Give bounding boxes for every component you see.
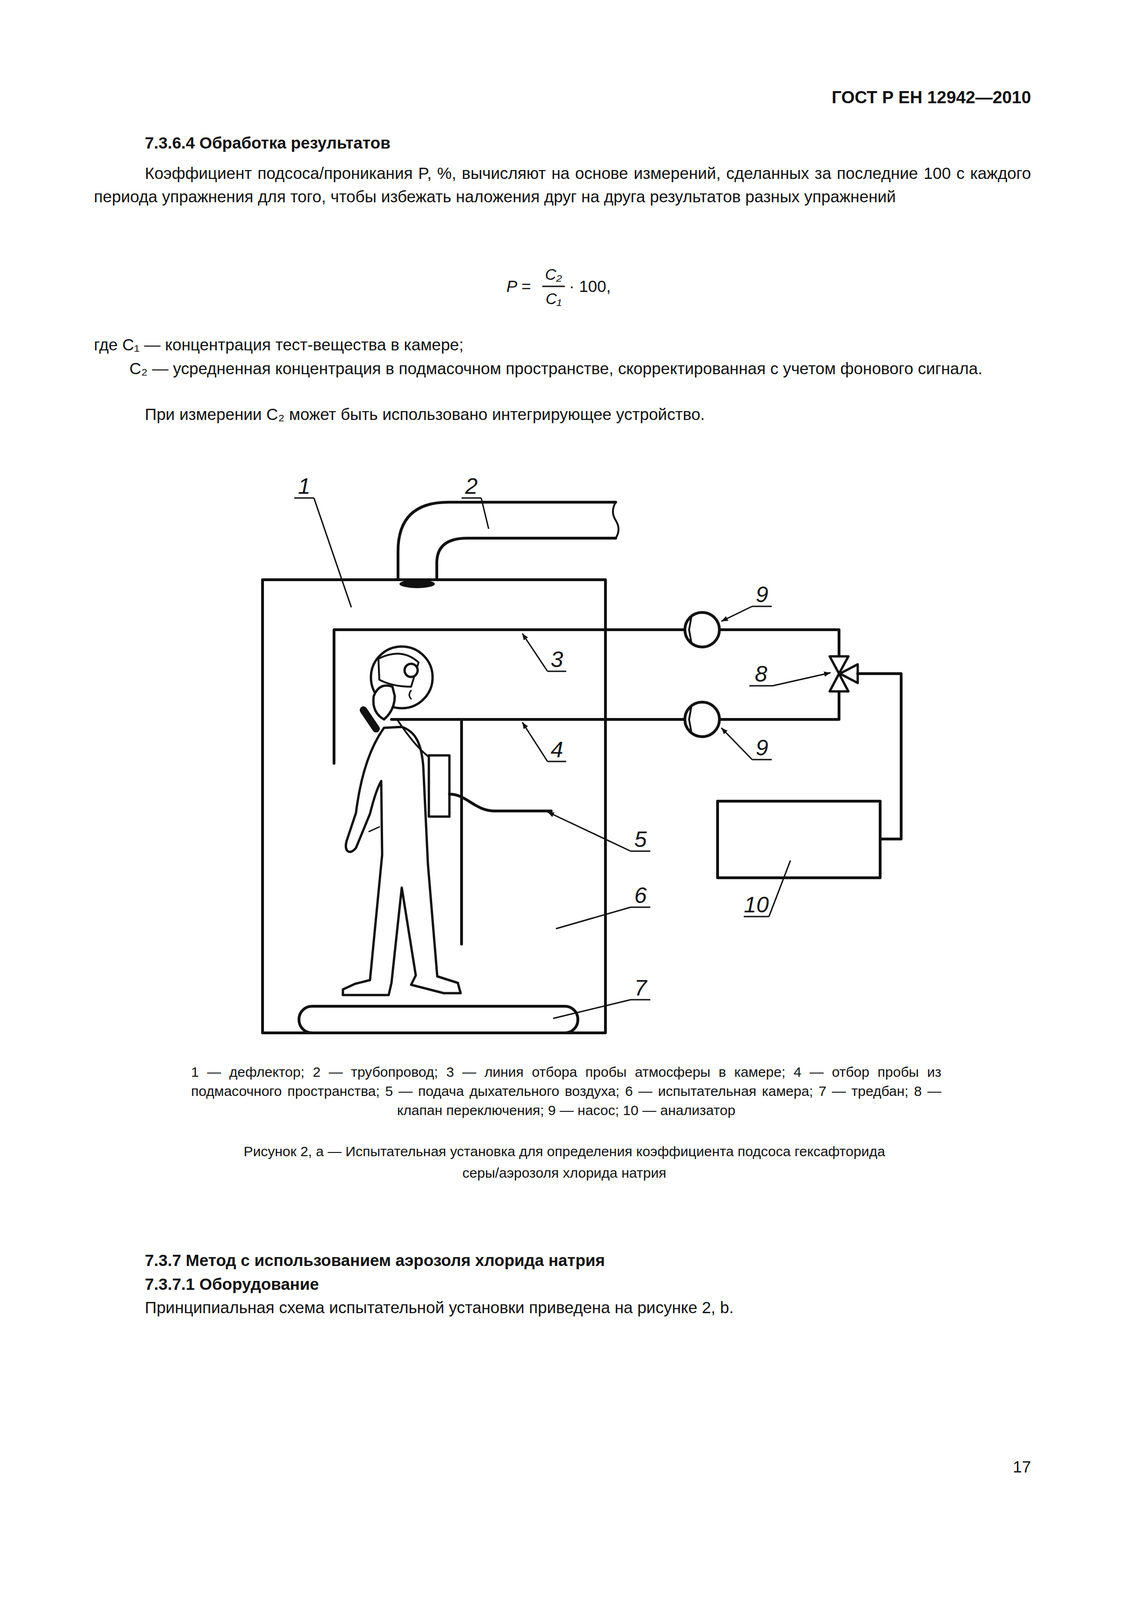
sample-line — [719, 691, 840, 720]
definition: C₂ — усредненная концентрация в подмасоч… — [93, 356, 1032, 381]
body-paragraph: Коэффициент подсоса/проникания P, %, выч… — [93, 161, 1032, 209]
callout-number: 8 — [754, 658, 768, 690]
figure-key: 1 — дефлектор; 2 — трубопровод; 3 — лини… — [191, 1062, 942, 1120]
section-heading: 7.3.7.1 Оборудование — [144, 1272, 320, 1296]
section-heading: 7.3.7 Метод с использованием аэрозоля хл… — [144, 1248, 605, 1272]
body-paragraph: При измерении C₂ может быть использовано… — [144, 402, 1032, 427]
duct-opening — [399, 579, 435, 589]
page-number: 17 — [1012, 1455, 1032, 1479]
figure-caption: Рисунок 2, а — Испытательная установка д… — [239, 1140, 890, 1184]
section-heading: 7.3.6.4 Обработка результатов — [144, 131, 391, 155]
callout-number: 3 — [550, 643, 564, 676]
mask-sampling-line — [391, 718, 685, 721]
leader-lines — [294, 497, 831, 1019]
formula-part: · 100, — [569, 274, 612, 298]
callout-number: 10 — [743, 889, 769, 921]
pump-symbol — [684, 612, 720, 648]
deflector-partition — [460, 719, 463, 945]
valve-symbol — [839, 664, 858, 683]
callout-number: 6 — [634, 879, 648, 911]
formula-denominator: C₁ — [545, 288, 562, 310]
running-header: ГОСТ Р ЕН 12942—2010 — [831, 85, 1032, 110]
callout-number: 1 — [298, 470, 311, 502]
definition: где C₁ — концентрация тест-вещества в ка… — [93, 333, 1032, 357]
callout-number: 4 — [550, 733, 564, 766]
sample-line — [719, 629, 840, 657]
fraction-bar — [542, 285, 565, 288]
duct — [436, 538, 616, 580]
formula-part: P = — [506, 274, 531, 298]
test-chamber — [262, 579, 606, 1033]
pump-symbol — [689, 706, 692, 733]
test-subject — [342, 646, 552, 996]
treadmill — [298, 1006, 578, 1033]
callout-number: 9 — [755, 732, 769, 764]
pump-symbol — [684, 702, 720, 737]
callout-number: 7 — [634, 972, 648, 1004]
callout-number: 5 — [634, 823, 648, 855]
callout-number: 2 — [465, 470, 478, 502]
body-paragraph: Принципиальная схема испытательной устан… — [144, 1295, 1032, 1320]
duct — [398, 502, 616, 580]
callout-number: 9 — [755, 578, 769, 611]
duct-break — [612, 502, 619, 539]
analyzer-box — [717, 801, 881, 878]
formula-numerator: C₂ — [545, 263, 562, 286]
pump-symbol — [689, 616, 692, 643]
